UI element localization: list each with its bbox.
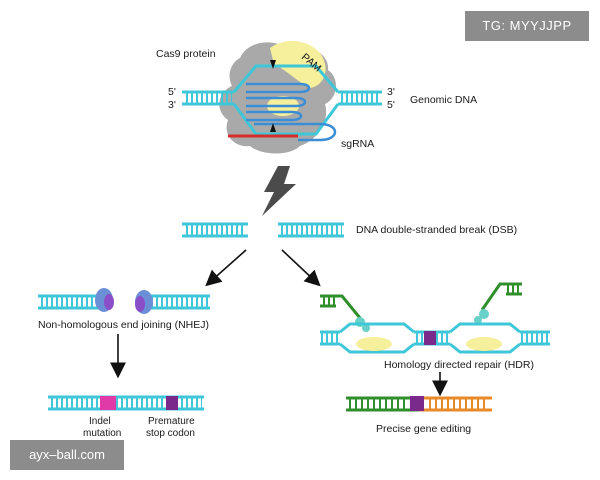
three-prime-left: 3' [168,99,176,111]
watermark-top-right: TG: MYYJJPP [465,11,589,41]
hdr-marker [424,331,436,345]
five-prime-right: 5' [387,99,395,111]
nhej-ends [38,288,210,314]
indel-marker [100,396,116,410]
hdr-label: Homology directed repair (HDR) [384,359,534,371]
cut-site-bottom-icon [270,123,276,132]
rad51-right-icon [479,309,489,319]
hdr-complex [320,282,550,354]
dna-rungs-right [340,93,380,103]
hdr-result-strand [346,396,492,412]
sgrna-label: sgRNA [341,138,374,150]
indel-label-1: Indel [89,416,111,427]
watermark-bottom-left: ayx–ball.com [10,440,124,470]
stop-codon-marker [166,396,178,410]
arrow-to-nhej [205,249,247,287]
dsb-label: DNA double-stranded break (DSB) [356,224,517,236]
dna-rungs-left [184,93,232,103]
premature-label-1: Premature [148,416,195,427]
sgrna-structure [246,82,337,142]
indel-label-2: mutation [83,428,121,439]
nhej-label: Non-homologous end joining (NHEJ) [38,319,209,331]
five-prime-left: 5' [168,86,176,98]
cut-site-top-icon [270,60,276,69]
cas9-complex [182,41,382,154]
nhej-result-strand [48,395,204,411]
lightning-icon [262,166,296,216]
arrow-to-hdr [281,249,321,287]
genomic-dna-label: Genomic DNA [410,94,477,106]
premature-label-2: stop codon [146,428,195,439]
cas9-protein-label: Cas9 protein [156,48,216,60]
genomic-dna [182,64,382,136]
precise-label: Precise gene editing [376,423,471,435]
three-prime-right: 3' [387,86,395,98]
dsb-fragments [182,222,344,238]
